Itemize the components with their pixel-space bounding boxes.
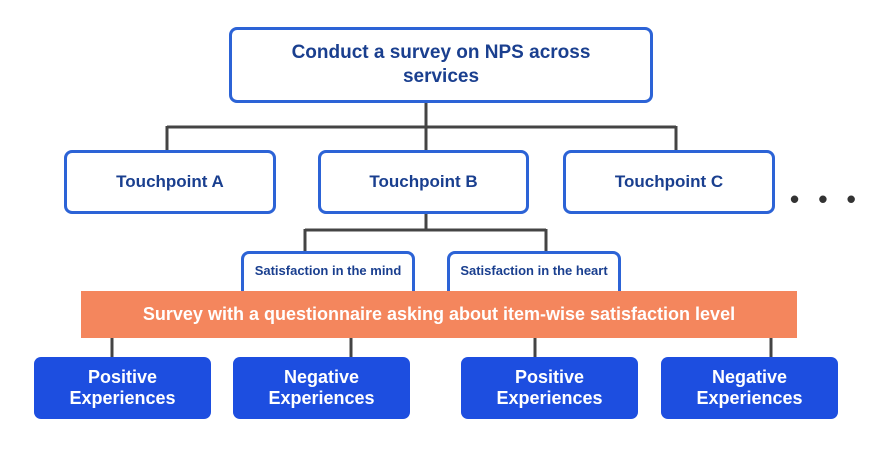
survey-banner: Survey with a questionnaire asking about… — [81, 291, 797, 338]
negative-experiences-node-1: Negative Experiences — [233, 357, 410, 419]
satisfaction-mind-label: Satisfaction in the mind — [254, 263, 402, 278]
positive-experiences-label-2: Positive Experiences — [496, 367, 603, 408]
negative-experiences-label-1: Negative Experiences — [268, 367, 375, 408]
positive-experiences-node-1: Positive Experiences — [34, 357, 211, 419]
touchpoint-b-node: Touchpoint B — [318, 150, 529, 214]
positive-experiences-node-2: Positive Experiences — [461, 357, 638, 419]
touchpoint-c-node: Touchpoint C — [563, 150, 775, 214]
touchpoint-a-label: Touchpoint A — [116, 172, 224, 191]
satisfaction-mind-node: Satisfaction in the mind — [241, 251, 415, 297]
touchpoint-c-label: Touchpoint C — [614, 172, 724, 191]
positive-experiences-label-1: Positive Experiences — [69, 367, 176, 408]
negative-experiences-node-2: Negative Experiences — [661, 357, 838, 419]
negative-experiences-label-2: Negative Experiences — [696, 367, 803, 408]
more-ellipsis: • • • — [790, 184, 862, 214]
satisfaction-heart-node: Satisfaction in the heart — [447, 251, 621, 297]
touchpoint-b-label: Touchpoint B — [369, 172, 478, 191]
touchpoint-a-node: Touchpoint A — [64, 150, 276, 214]
root-node-label: Conduct a survey on NPS across services — [291, 42, 591, 87]
root-node: Conduct a survey on NPS across services — [229, 27, 653, 103]
survey-banner-label: Survey with a questionnaire asking about… — [142, 304, 736, 324]
satisfaction-heart-label: Satisfaction in the heart — [460, 263, 608, 278]
